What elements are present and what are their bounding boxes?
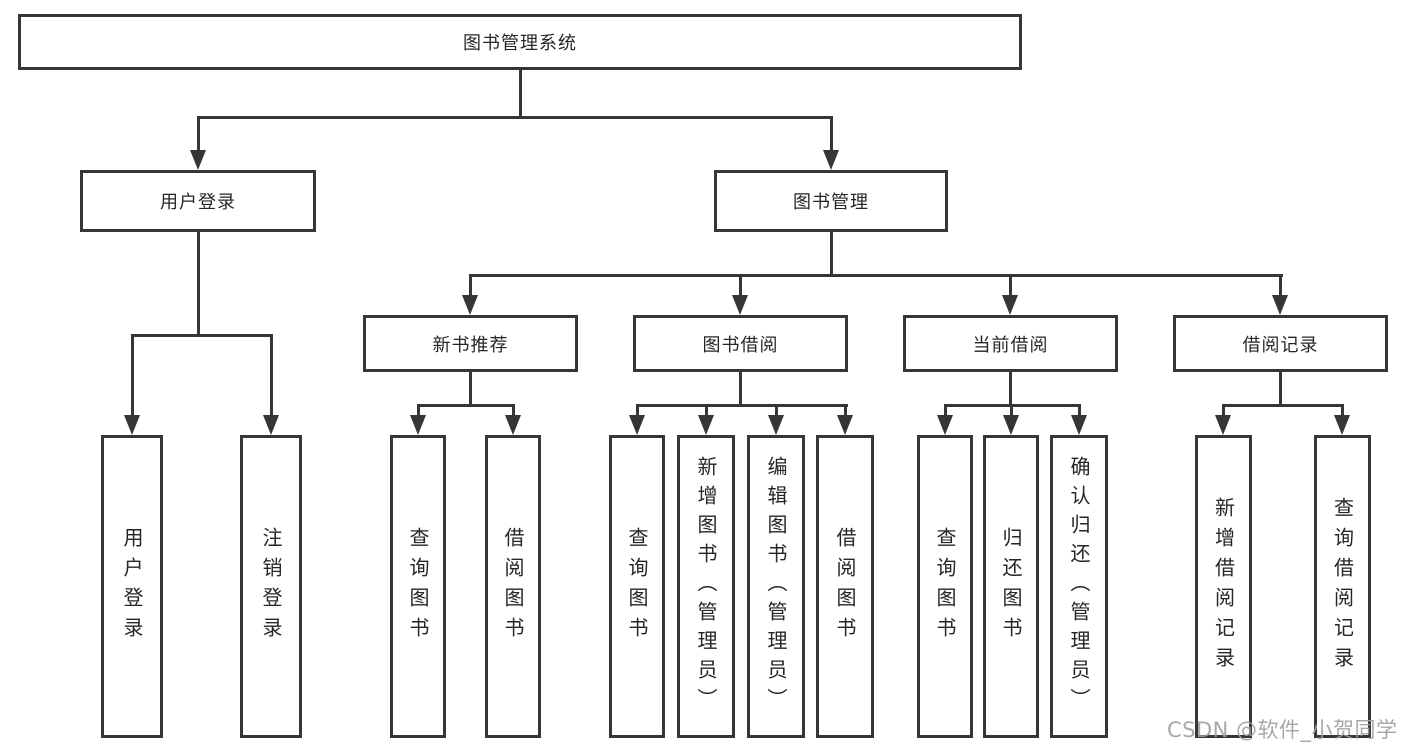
connector-borrow-records-stem [1279, 372, 1282, 407]
arrowhead-leaf-logout [263, 415, 279, 435]
connector-new-book-hline [417, 404, 515, 407]
node-book-borrow: 图书借阅 [633, 315, 848, 372]
connector-drop-leaf-user-login [131, 334, 134, 419]
connector-drop-book-management [830, 116, 833, 154]
arrowhead-query-books-1 [410, 415, 426, 435]
connector-drop-query-books-2 [636, 404, 639, 419]
csdn-watermark: CSDN @软件_小贺同学 [1167, 718, 1398, 742]
arrowhead-borrow-records [1272, 295, 1288, 315]
node-user-login: 用户登录 [80, 170, 316, 232]
arrowhead-query-books-3 [937, 415, 953, 435]
connector-drop-borrow-books-2 [844, 404, 847, 419]
leaf-logout: 注销登录 [240, 435, 302, 738]
leaf-user-login: 用户登录 [101, 435, 163, 738]
connector-drop-current-borrow [1009, 274, 1012, 299]
connector-drop-book-borrow [739, 274, 742, 299]
arrowhead-query-books-2 [629, 415, 645, 435]
arrowhead-user-login [190, 150, 206, 170]
connector-drop-leaf-logout [270, 334, 273, 419]
leaf-add-borrow-record: 新增借阅记录 [1195, 435, 1252, 738]
arrowhead-leaf-user-login [124, 415, 140, 435]
leaf-query-books-1: 查询图书 [390, 435, 446, 738]
connector-borrow-records-hline [1222, 404, 1344, 407]
connector-book-borrow-hline [636, 404, 848, 407]
connector-drop-confirm-return [1078, 404, 1081, 419]
node-root-library-system: 图书管理系统 [18, 14, 1022, 70]
node-current-borrow: 当前借阅 [903, 315, 1118, 372]
leaf-borrow-books-1: 借阅图书 [485, 435, 541, 738]
connector-drop-query-record [1341, 404, 1344, 419]
arrowhead-return-books [1003, 415, 1019, 435]
connector-book-borrow-stem [739, 372, 742, 407]
connector-root-stem [519, 70, 522, 119]
leaf-confirm-return-admin: 确认归还（管理员） [1050, 435, 1108, 738]
arrowhead-borrow-books-1 [505, 415, 521, 435]
connector-drop-borrow-records [1279, 274, 1282, 299]
connector-drop-edit-books [775, 404, 778, 419]
leaf-query-borrow-record: 查询借阅记录 [1314, 435, 1371, 738]
arrowhead-borrow-books-2 [837, 415, 853, 435]
arrowhead-book-borrow [732, 295, 748, 315]
leaf-query-books-3: 查询图书 [917, 435, 973, 738]
connector-new-book-stem [469, 372, 472, 407]
leaf-edit-books-admin: 编辑图书（管理员） [747, 435, 805, 738]
arrowhead-edit-books [768, 415, 784, 435]
leaf-add-books-admin: 新增图书（管理员） [677, 435, 735, 738]
arrowhead-new-book-recommend [462, 295, 478, 315]
node-new-book-recommend: 新书推荐 [363, 315, 578, 372]
connector-book-management-hline [469, 274, 1283, 277]
node-borrow-records: 借阅记录 [1173, 315, 1388, 372]
connector-drop-return-books [1010, 404, 1013, 419]
connector-drop-query-books-1 [417, 404, 420, 419]
leaf-return-books: 归还图书 [983, 435, 1039, 738]
connector-book-management-stem [830, 232, 833, 277]
connector-drop-add-record [1222, 404, 1225, 419]
connector-drop-user-login [197, 116, 200, 154]
leaf-query-books-2: 查询图书 [609, 435, 665, 738]
connector-drop-borrow-books-1 [512, 404, 515, 419]
node-book-management: 图书管理 [714, 170, 948, 232]
connector-user-login-stem [197, 232, 200, 337]
arrowhead-current-borrow [1002, 295, 1018, 315]
connector-drop-query-books-3 [944, 404, 947, 419]
connector-user-login-hline [131, 334, 273, 337]
arrowhead-query-record [1334, 415, 1350, 435]
arrowhead-add-books [698, 415, 714, 435]
arrowhead-add-record [1215, 415, 1231, 435]
connector-root-hline [197, 116, 833, 119]
arrowhead-book-management [823, 150, 839, 170]
leaf-borrow-books-2: 借阅图书 [816, 435, 874, 738]
connector-current-borrow-stem [1009, 372, 1012, 407]
connector-drop-add-books [705, 404, 708, 419]
arrowhead-confirm-return [1071, 415, 1087, 435]
connector-drop-new-book-recommend [469, 274, 472, 299]
